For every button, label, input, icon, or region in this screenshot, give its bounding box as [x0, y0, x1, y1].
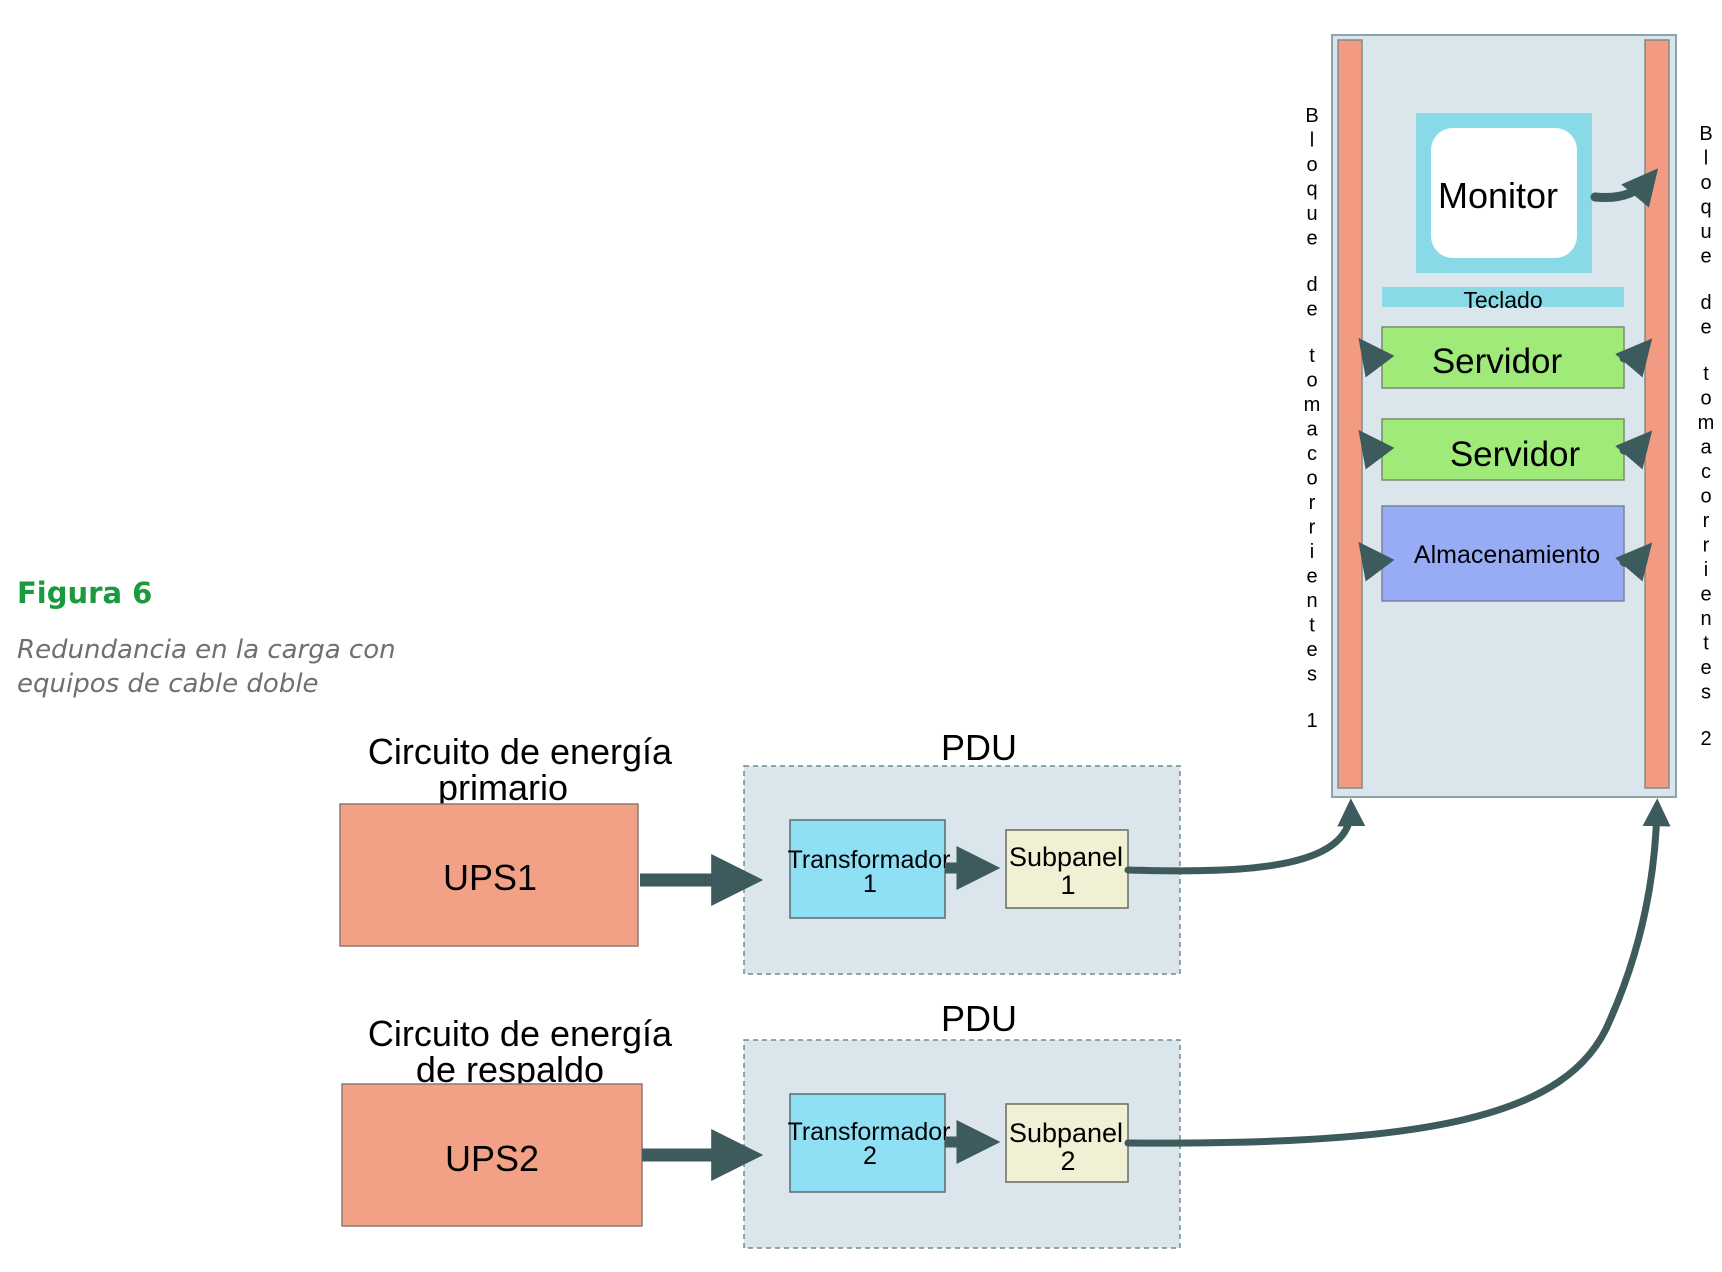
server-2-label: Servidor	[1450, 435, 1581, 474]
transformer-1-label-line1: Transformador	[787, 846, 950, 874]
primary-circuit-title-line2: primario	[438, 767, 568, 808]
rack-power-arrows	[1358, 168, 1659, 582]
storage-box	[1381, 505, 1625, 602]
server-1-to-strip-2-arrow	[1615, 338, 1653, 378]
transformer-1-box	[789, 819, 946, 919]
primary-circuit-title-line1: Circuito de energía	[368, 731, 673, 772]
ups-2-label: UPS2	[445, 1138, 539, 1179]
ups-1-label: UPS1	[443, 857, 537, 898]
subpanel-1-box	[1005, 829, 1129, 909]
server-1-label: Servidor	[1432, 342, 1563, 381]
backup-circuit-title-line1: Circuito de energía	[368, 1013, 673, 1054]
backup-circuit-title-line2: de respaldo	[416, 1049, 604, 1090]
storage-to-strip-1-arrow	[1358, 541, 1395, 582]
figure-caption: Redundancia en la carga con equipos de c…	[17, 635, 396, 699]
storage-label: Almacenamiento	[1414, 541, 1600, 569]
subpanel-2-label-line2: 2	[1060, 1146, 1075, 1176]
power-strip-1	[1337, 39, 1363, 789]
server-1-to-strip-1-arrow	[1358, 337, 1395, 378]
transformer-2-label-line1: Transformador	[787, 1118, 950, 1146]
monitor-to-strip-2-arrow	[1590, 168, 1659, 208]
subpanel-2-label-line1: Subpanel	[1009, 1118, 1123, 1148]
subpanel-1-label-line2: 1	[1060, 870, 1075, 900]
pdu-2-label: PDU	[941, 998, 1017, 1039]
monitor-screen	[1431, 128, 1577, 258]
subpanel-2-box	[1005, 1103, 1129, 1183]
storage-to-strip-2-arrow	[1615, 542, 1653, 582]
power-flow-arrows	[640, 798, 1671, 1181]
monitor-label: Monitor	[1438, 175, 1558, 216]
transformer-1-label-line2: 1	[863, 870, 877, 898]
server-2-to-strip-2-arrow	[1615, 430, 1653, 470]
subpanel-2-to-strip-2-arrow	[1124, 798, 1671, 1147]
power-strip-2	[1644, 39, 1670, 789]
ups-2-box	[341, 1083, 643, 1227]
ups-1-box	[339, 803, 639, 947]
server-2-to-strip-1-arrow	[1358, 429, 1395, 470]
figure-label: Figura 6	[17, 576, 153, 610]
transformer-2-label-line2: 2	[863, 1142, 877, 1170]
pdu-1-label: PDU	[941, 727, 1017, 768]
subpanel-1-label-line1: Subpanel	[1009, 842, 1123, 872]
keyboard-label: Teclado	[1463, 287, 1542, 313]
subpanel-1-to-strip-1-arrow	[1124, 798, 1366, 875]
keyboard-bar	[1382, 287, 1624, 307]
server-2-box	[1381, 418, 1625, 481]
